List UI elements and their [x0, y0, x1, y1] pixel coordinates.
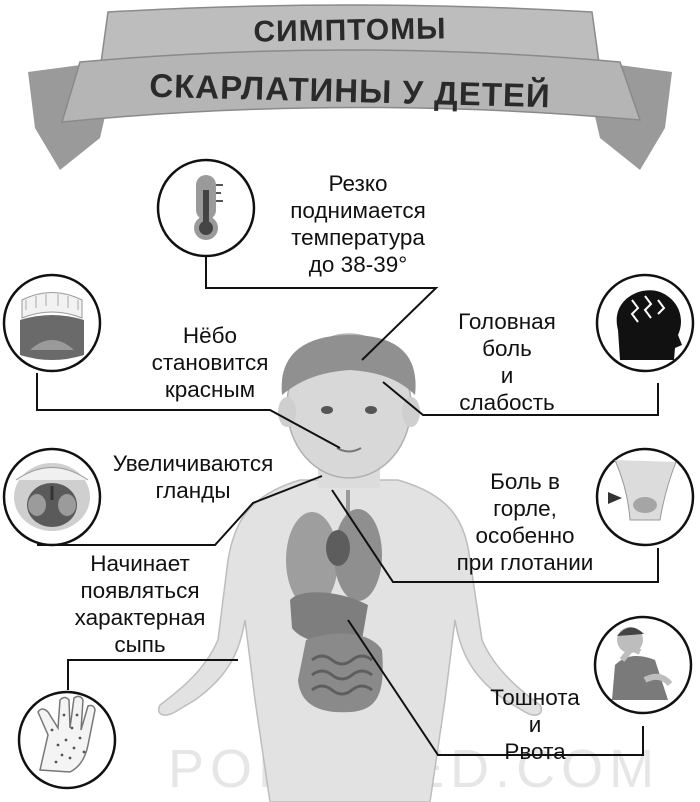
title-banner	[28, 4, 672, 170]
label-palate: Нёбо становится красным	[151, 323, 269, 402]
head-pain-icon	[595, 273, 695, 373]
thermometer-icon	[156, 158, 256, 258]
sore-neck-icon	[595, 447, 695, 547]
nauseous-man-icon	[593, 615, 693, 715]
label-headache: Головная боль и слабость	[458, 309, 556, 415]
label-tonsils: Увеличиваются гланды	[112, 451, 274, 503]
label-sore-throat: Боль в горле, особенно при глотании	[456, 469, 594, 575]
label-nausea: Тошнота и Рвота	[490, 685, 580, 764]
label-temperature: Резко поднимается температура до 38-39°	[290, 171, 426, 277]
label-rash: Начинает появляться характерная сыпь	[74, 551, 206, 657]
throat-tonsils-icon	[2, 447, 102, 547]
open-mouth-palate-icon	[2, 273, 102, 373]
child-figure	[158, 333, 542, 802]
rash-hand-icon	[17, 690, 117, 790]
